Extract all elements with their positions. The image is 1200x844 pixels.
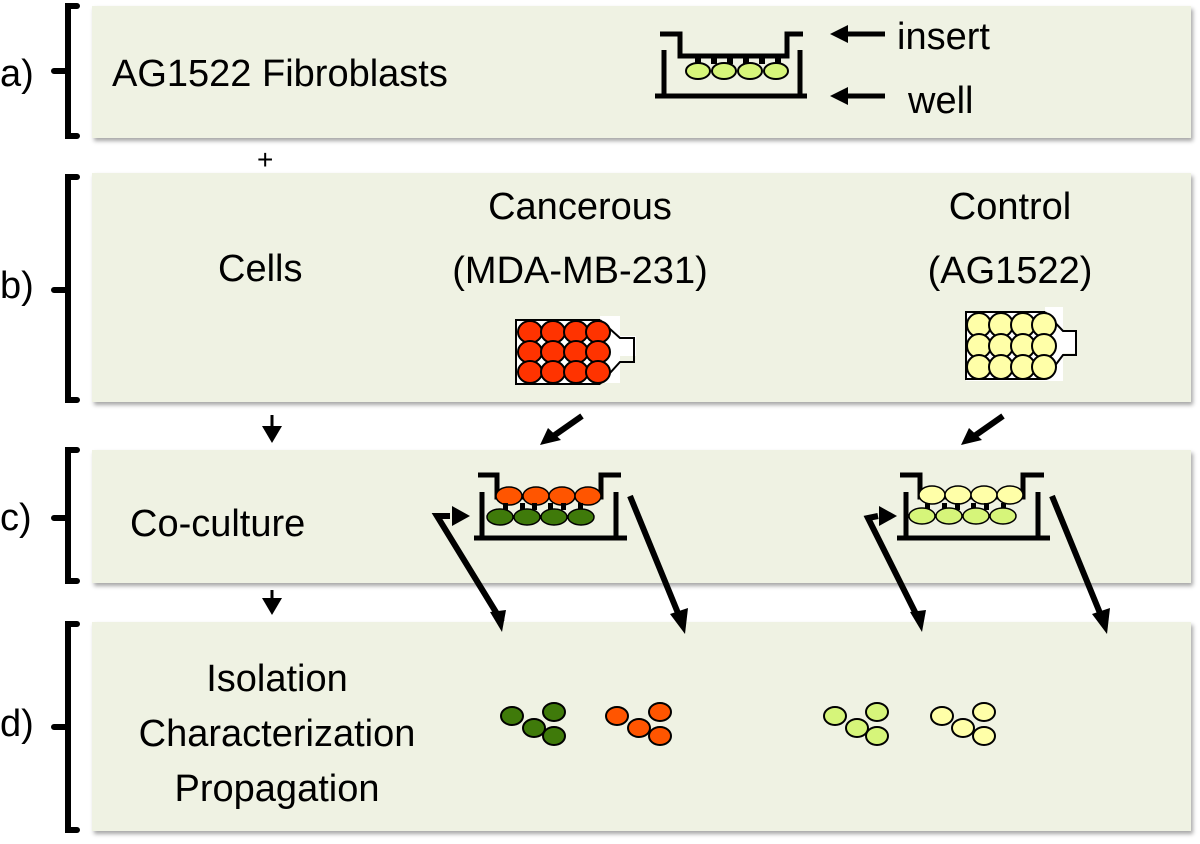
cancerous-subtitle: (MDA-MB-231) xyxy=(452,250,708,292)
step-label-d: d) xyxy=(0,703,34,745)
down-arrow-b-c xyxy=(262,415,282,443)
isolated-fibroblasts-from-control xyxy=(823,702,889,746)
arrow-to-well-icon xyxy=(830,87,885,105)
cancer-coculture-well-icon xyxy=(474,472,627,541)
step-label-a: a) xyxy=(0,53,34,95)
cancer-flask-icon xyxy=(515,316,636,385)
step-c-title: Co-culture xyxy=(130,503,306,545)
isolated-cancer-cells xyxy=(605,702,672,746)
insert-label: insert xyxy=(897,16,990,58)
step-label-b: b) xyxy=(0,265,34,307)
arrow-control-return-bottom xyxy=(863,506,926,632)
control-flask-icon xyxy=(965,307,1077,381)
panel-a xyxy=(92,6,1191,138)
arrow-cancer-return-bottom xyxy=(431,506,506,632)
isolated-control-cells xyxy=(930,702,996,746)
step-a-title: AG1522 Fibroblasts xyxy=(112,53,448,95)
arrow-control-top-to-isolation xyxy=(1049,494,1110,634)
control-coculture-well-icon xyxy=(897,472,1050,541)
step-b-title: Cells xyxy=(218,248,303,290)
bracket-d xyxy=(51,621,80,833)
well-label: well xyxy=(908,80,974,122)
step-d-title-line2: Characterization xyxy=(138,713,416,755)
arrow-control-flask-to-coculture xyxy=(961,413,1005,445)
arrow-cancer-top-to-isolation xyxy=(627,494,688,634)
control-title: Control xyxy=(948,186,1072,228)
step-label-c: c) xyxy=(0,497,32,539)
arrow-cancer-flask-to-coculture xyxy=(540,413,584,445)
isolated-fibroblasts-from-cancer xyxy=(500,702,566,746)
insert-well-icon xyxy=(655,31,807,99)
bracket-a xyxy=(51,3,80,139)
bracket-c xyxy=(51,447,80,584)
cancerous-title: Cancerous xyxy=(488,186,672,228)
step-d-title-line3: Propagation xyxy=(174,768,380,810)
arrow-to-insert-icon xyxy=(830,25,885,43)
down-arrow-c-d xyxy=(262,590,282,615)
bracket-b xyxy=(51,174,80,403)
step-d-title-line1: Isolation xyxy=(206,658,348,700)
control-subtitle: (AG1522) xyxy=(927,250,1093,292)
plus-sign: + xyxy=(257,144,274,175)
